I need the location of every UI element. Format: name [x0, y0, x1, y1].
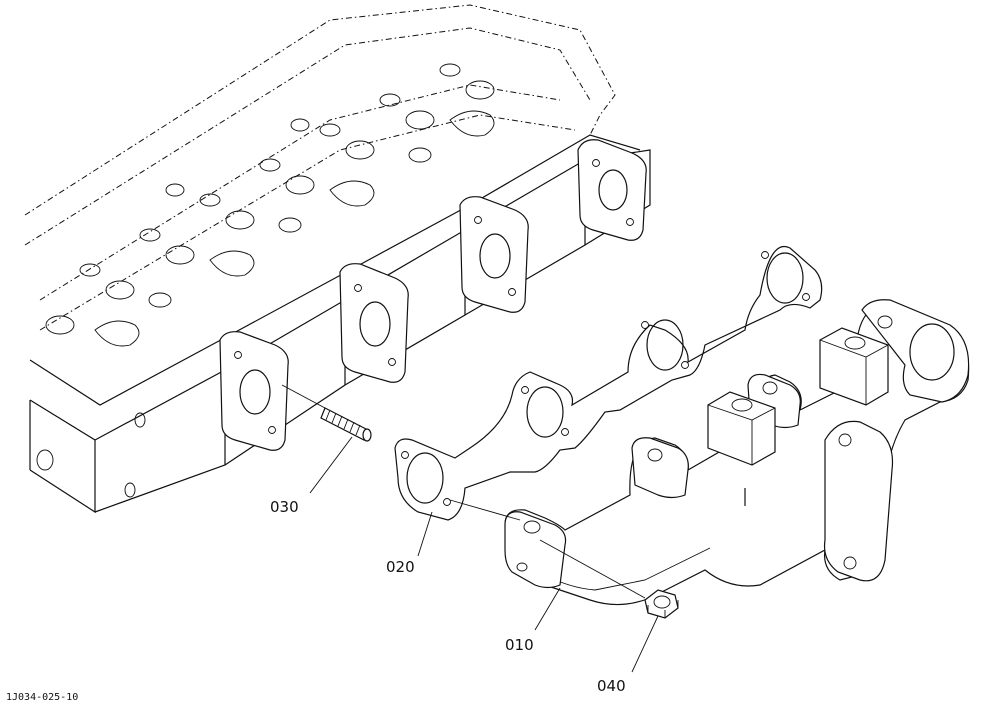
- head-port-flange-1: [219, 331, 289, 451]
- nut-040: [644, 589, 679, 619]
- assembly-axis-lines: [449, 499, 646, 599]
- head-port-flange-4: [577, 139, 647, 241]
- drawing-number: 1J034-025-10: [6, 692, 78, 703]
- stud-030: [281, 384, 372, 442]
- head-port-flange-2: [339, 263, 409, 383]
- gasket-020: [394, 246, 823, 521]
- part-label-030: 030: [270, 498, 299, 516]
- part-label-010: 010: [505, 636, 534, 654]
- part-label-020: 020: [386, 558, 415, 576]
- head-port-flange-3: [459, 196, 529, 313]
- exhaust-manifold-010: [504, 299, 970, 606]
- part-label-040: 040: [597, 677, 626, 695]
- cylinder-head: [24, 4, 651, 514]
- leader-lines: [309, 436, 659, 673]
- head-top-details: [29, 63, 576, 498]
